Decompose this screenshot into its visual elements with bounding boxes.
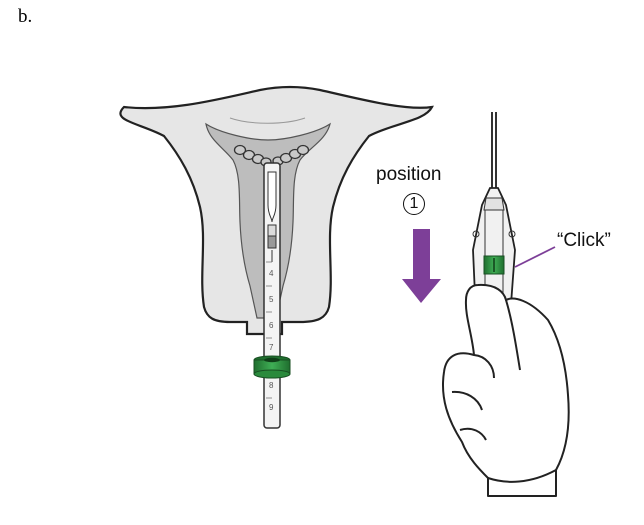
tick-label-6: 6 — [269, 321, 274, 330]
click-label: “Click” — [557, 230, 611, 252]
tick-label-4: 4 — [269, 269, 274, 278]
gloved-hand — [443, 285, 569, 496]
position-number-badge: 1 — [403, 193, 425, 215]
tick-label-9: 9 — [269, 403, 274, 412]
tick-label-8: 8 — [269, 381, 274, 390]
position-label: position — [376, 164, 442, 186]
tick-label-7: 7 — [269, 343, 274, 352]
green-flange — [254, 356, 290, 378]
click-pointer-line — [515, 247, 555, 267]
tick-label-5: 5 — [269, 295, 274, 304]
down-arrow — [402, 229, 441, 303]
